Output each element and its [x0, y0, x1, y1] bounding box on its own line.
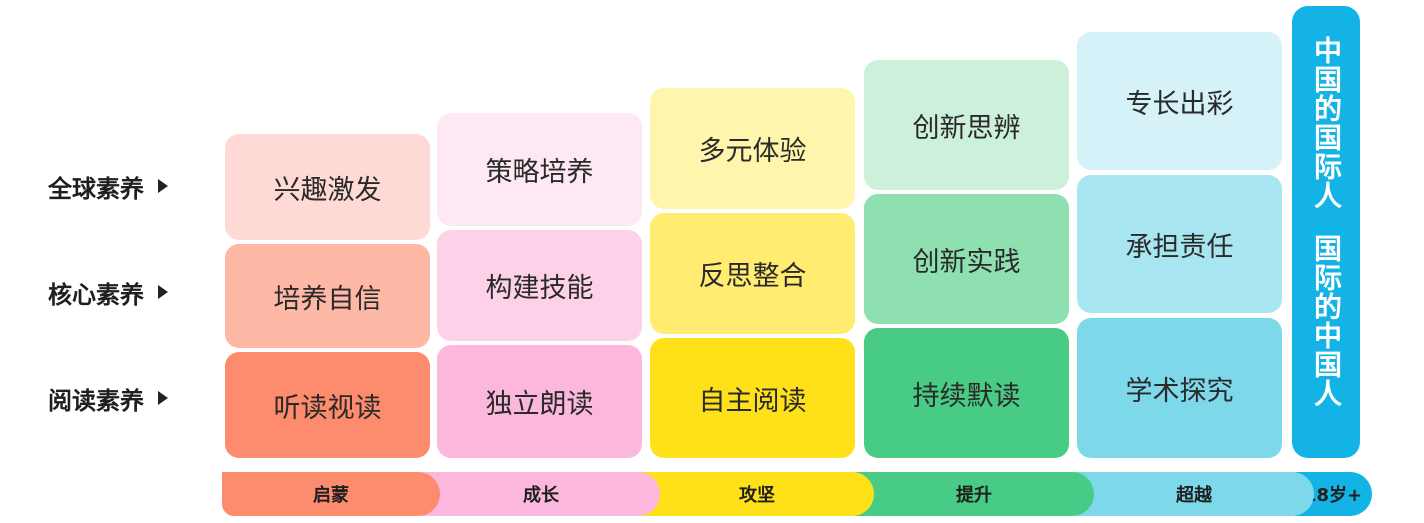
card-label: 专长出彩	[1125, 88, 1234, 120]
card-label: 学术探究	[1125, 375, 1234, 407]
stage-label: 提升	[956, 485, 992, 506]
card-interest-spark: 兴趣激发	[225, 134, 430, 240]
card-build-confidence: 培养自信	[225, 244, 430, 348]
motto-banner: 中国的国际人 国际的中国人	[1292, 6, 1360, 458]
card-independent-read-aloud: 独立朗读	[437, 345, 642, 458]
stage-enlightenment: 启蒙	[222, 472, 440, 516]
motto-line-2: 国际的中国人	[1310, 234, 1343, 408]
card-academic-inquiry: 学术探究	[1077, 318, 1282, 458]
card-diverse-experience: 多元体验	[650, 88, 855, 209]
card-label: 培养自信	[273, 283, 382, 315]
card-strategy-training: 策略培养	[437, 113, 642, 226]
card-sustained-silent-reading: 持续默读	[864, 328, 1069, 458]
stage-label: 超越	[1176, 485, 1212, 506]
card-label: 策略培养	[485, 157, 594, 188]
stage-label: 启蒙	[313, 485, 349, 506]
card-label: 独立朗读	[485, 389, 594, 420]
card-label: 自主阅读	[698, 385, 807, 417]
stage-tackle: 攻坚	[640, 472, 874, 516]
card-innovative-thinking: 创新思辨	[864, 60, 1069, 190]
card-label: 承担责任	[1125, 231, 1234, 263]
stage-improve: 提升	[854, 472, 1094, 516]
stage-label: 18岁+	[1303, 485, 1363, 506]
card-label: 听读视读	[273, 392, 382, 424]
card-reflect-integrate: 反思整合	[650, 213, 855, 334]
row-label-reading-literacy: 阅读素养	[48, 378, 208, 418]
row-label-text: 全球素养	[48, 174, 144, 203]
card-build-skills: 构建技能	[437, 230, 642, 341]
card-take-responsibility: 承担责任	[1077, 175, 1282, 313]
card-innovative-practice: 创新实践	[864, 194, 1069, 324]
card-excel-in-specialty: 专长出彩	[1077, 32, 1282, 170]
motto-line-1: 中国的国际人	[1310, 36, 1343, 210]
card-label: 创新实践	[912, 246, 1021, 278]
arrow-right-icon	[158, 179, 168, 193]
card-self-reading: 自主阅读	[650, 338, 855, 458]
card-label: 反思整合	[698, 261, 807, 292]
card-listen-view-read: 听读视读	[225, 352, 430, 458]
stage-transcend: 超越	[1074, 472, 1314, 516]
card-label: 持续默读	[912, 380, 1021, 412]
stage-label: 成长	[523, 485, 559, 506]
arrow-right-icon	[158, 285, 168, 299]
row-label-text: 阅读素养	[48, 386, 144, 415]
arrow-right-icon	[158, 391, 168, 405]
stage-label: 攻坚	[739, 485, 775, 506]
card-label: 兴趣激发	[273, 174, 382, 206]
card-label: 创新思辨	[912, 112, 1021, 144]
row-label-text: 核心素养	[48, 280, 144, 309]
stage-growth: 成长	[422, 472, 660, 516]
row-label-core-literacy: 核心素养	[48, 272, 208, 312]
stage-bar: 18岁+ 超越 提升 攻坚 成长 启蒙	[222, 472, 1372, 516]
card-label: 构建技能	[485, 273, 594, 304]
card-label: 多元体验	[698, 136, 807, 167]
row-label-global-literacy: 全球素养	[48, 166, 208, 206]
